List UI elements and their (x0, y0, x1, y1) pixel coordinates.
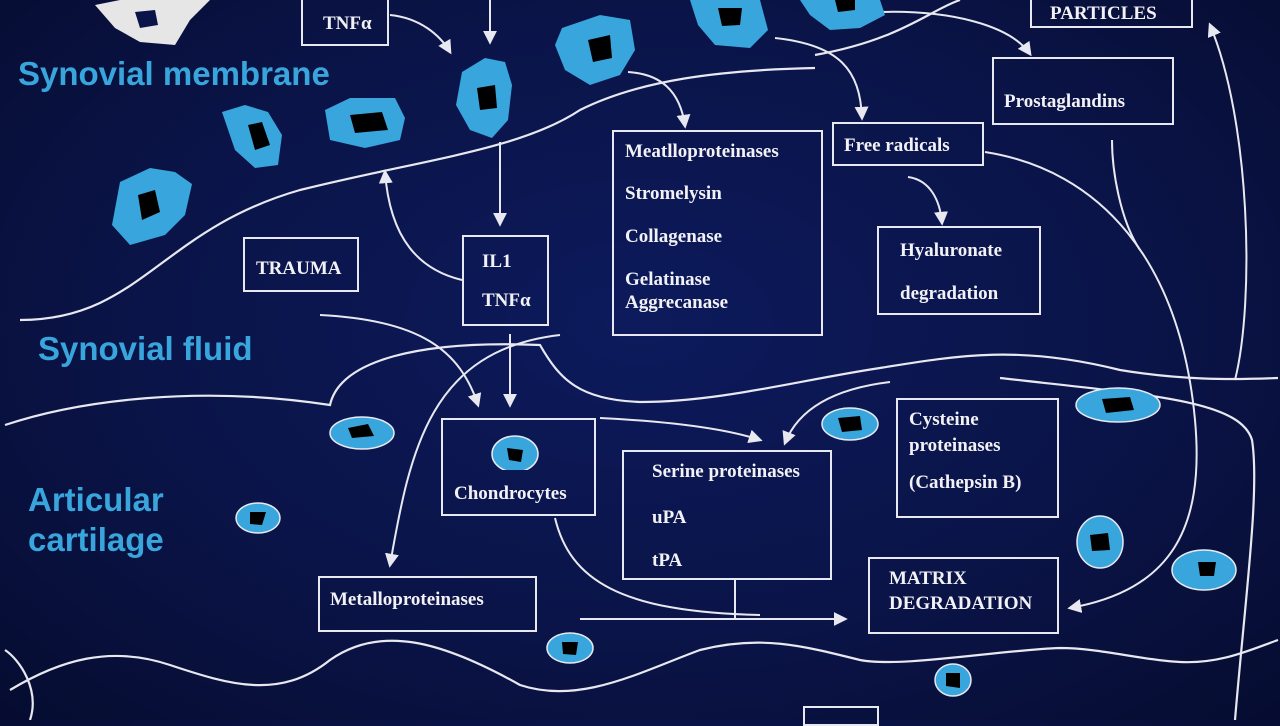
box-label: Aggrecanase (625, 292, 729, 313)
box-label: Cysteine (909, 409, 979, 430)
box-label: proteinases (909, 434, 1001, 456)
box-label: DEGRADATION (889, 592, 1033, 614)
cartilage-cells (235, 387, 1237, 697)
cell (456, 58, 512, 138)
region-label-synovial-membrane: Synovial membrane (18, 55, 330, 92)
chondrocyte-cell (546, 632, 594, 664)
box-label: TRAUMA (256, 258, 342, 279)
cell (95, 0, 210, 45)
region-label-line: Articular (28, 481, 164, 518)
arrow-free-radicals-to-matrix (984, 151, 1198, 613)
cell (800, 0, 885, 30)
chondrocyte-cell-icon (491, 435, 539, 470)
il1-tnf-alpha-box: IL1 TNFα (462, 235, 549, 326)
membrane-fluid-boundary (19, 66, 816, 322)
region-label-line: cartilage (28, 520, 164, 558)
box-label: PARTICLES (1050, 3, 1157, 24)
partial-box-bottom (803, 706, 879, 726)
box-label: Collagenase (625, 226, 723, 247)
chondrocyte-cell (1171, 549, 1237, 591)
trauma-box: TRAUMA (243, 237, 359, 292)
prostaglandins-box: Prostaglandins (992, 57, 1174, 125)
box-label: TNFα (323, 13, 372, 34)
box-label: Gelatinase (625, 269, 711, 290)
box-label: MATRIX (889, 568, 967, 589)
box-label: uPA (652, 507, 687, 528)
region-label-articular-cartilage: Articular cartilage (28, 480, 164, 559)
membrane-top-curve (814, 0, 961, 57)
box-label: Hyaluronate (900, 240, 1003, 261)
box-label: tPA (652, 550, 683, 571)
arrow-il1-to-membrane (378, 169, 463, 281)
matrix-degradation-box: MATRIX DEGRADATION (868, 557, 1059, 634)
box-label: Prostaglandins (1004, 91, 1126, 112)
chondrocyte-cell (235, 502, 281, 534)
arrow-right-to-particles (1207, 22, 1248, 381)
arrow-fluid-to-serine (782, 381, 891, 446)
box-label: (Cathepsin B) (909, 471, 1022, 493)
cell (325, 98, 405, 148)
arrow-cell-to-prostaglandins (879, 10, 1032, 57)
cell (555, 15, 635, 85)
box-label: Stromelysin (625, 183, 722, 204)
tnf-alpha-box-top: TNFα (301, 0, 389, 46)
arrow-cell-to-free-radicals (774, 37, 869, 121)
particles-box: PARTICLES (1030, 0, 1193, 28)
box-label: Serine proteinases (652, 461, 800, 482)
cartilage-left-curve (4, 649, 34, 720)
hyaluronate-degradation-box: Hyaluronate degradation (877, 226, 1041, 315)
box-label: Chondrocytes (454, 483, 567, 504)
metalloproteinases-box: Metalloproteinases (318, 576, 537, 632)
arrow-fluid-to-metallo (385, 334, 561, 568)
chondrocyte-cell (1075, 387, 1161, 423)
arrow-chondro-to-matrix (554, 517, 761, 616)
chondrocyte-cell (1076, 515, 1124, 569)
fluid-cartilage-boundary (4, 343, 1279, 427)
arrow-serine-to-matrix (580, 580, 845, 619)
cell (222, 105, 282, 168)
chondrocyte-cell (934, 663, 972, 697)
arrow-free-radicals-to-hyaluronate (907, 176, 948, 226)
serine-proteinases-box: Serine proteinases uPA tPA (622, 450, 832, 580)
cysteine-proteinases-box: Cysteine proteinases (Cathepsin B) (896, 398, 1059, 518)
box-label: Meatlloproteinases (625, 141, 779, 162)
free-radicals-box: Free radicals (832, 122, 984, 166)
synovial-cells (95, 0, 885, 245)
box-label: degradation (900, 282, 999, 304)
arrow-cell-to-mmp (627, 71, 691, 129)
box-label: Metalloproteinases (330, 589, 484, 610)
region-label-synovial-fluid: Synovial fluid (38, 330, 253, 367)
arrows (319, 0, 1248, 619)
arrow-chondro-to-serine (599, 417, 763, 444)
arrow-trauma-to-chondrocytes (319, 314, 482, 408)
metalloproteinases-list-box: Meatlloproteinases Stromelysin Collagena… (612, 130, 823, 336)
cell (690, 0, 768, 48)
cell (112, 168, 192, 245)
box-label: IL1 (482, 251, 512, 272)
chondrocyte-cell (821, 407, 879, 441)
box-label: TNFα (482, 289, 531, 311)
line-prostaglandins-down (1111, 139, 1141, 251)
cartilage-bottom-curve (9, 638, 1279, 693)
arrow-tnf-to-cell (389, 14, 452, 55)
box-label: Free radicals (844, 135, 950, 156)
chondrocyte-cell (329, 416, 395, 450)
chondrocytes-box: Chondrocytes (441, 418, 596, 516)
